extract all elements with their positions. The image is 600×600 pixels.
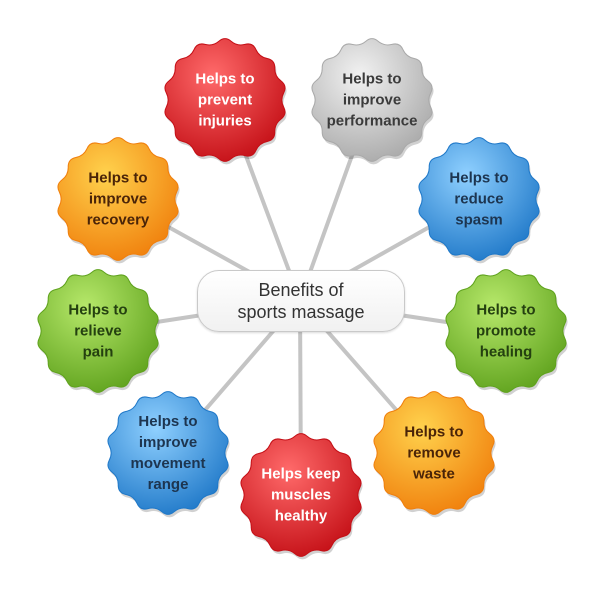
benefit-label: Helps to reduce spasm [449, 169, 509, 229]
benefit-badge [37, 269, 159, 393]
benefit-label: Helps to improve performance [326, 70, 418, 130]
benefit-badge [240, 433, 362, 557]
benefit-label: Helps to promote healing [476, 301, 536, 361]
benefit-label: Helps to improve recovery [86, 169, 150, 229]
benefit-badge [418, 137, 540, 261]
benefit-badge [107, 391, 229, 515]
benefit-label: Helps to prevent injuries [195, 70, 255, 130]
center-node: Benefits of sports massage [197, 270, 405, 332]
center-title: Benefits of sports massage [237, 280, 365, 322]
benefit-label: Helps to relieve pain [68, 301, 128, 361]
benefit-badge [445, 269, 567, 393]
benefit-label: Helps to improve movement range [130, 413, 206, 493]
benefit-badge [164, 38, 286, 162]
benefit-label: Helps to remove waste [404, 423, 464, 483]
benefit-badge [57, 137, 179, 261]
benefit-badge [311, 38, 433, 162]
benefit-label: Helps keep muscles healthy [261, 465, 341, 525]
benefit-badge [373, 391, 495, 515]
badge-shapes [37, 38, 568, 560]
